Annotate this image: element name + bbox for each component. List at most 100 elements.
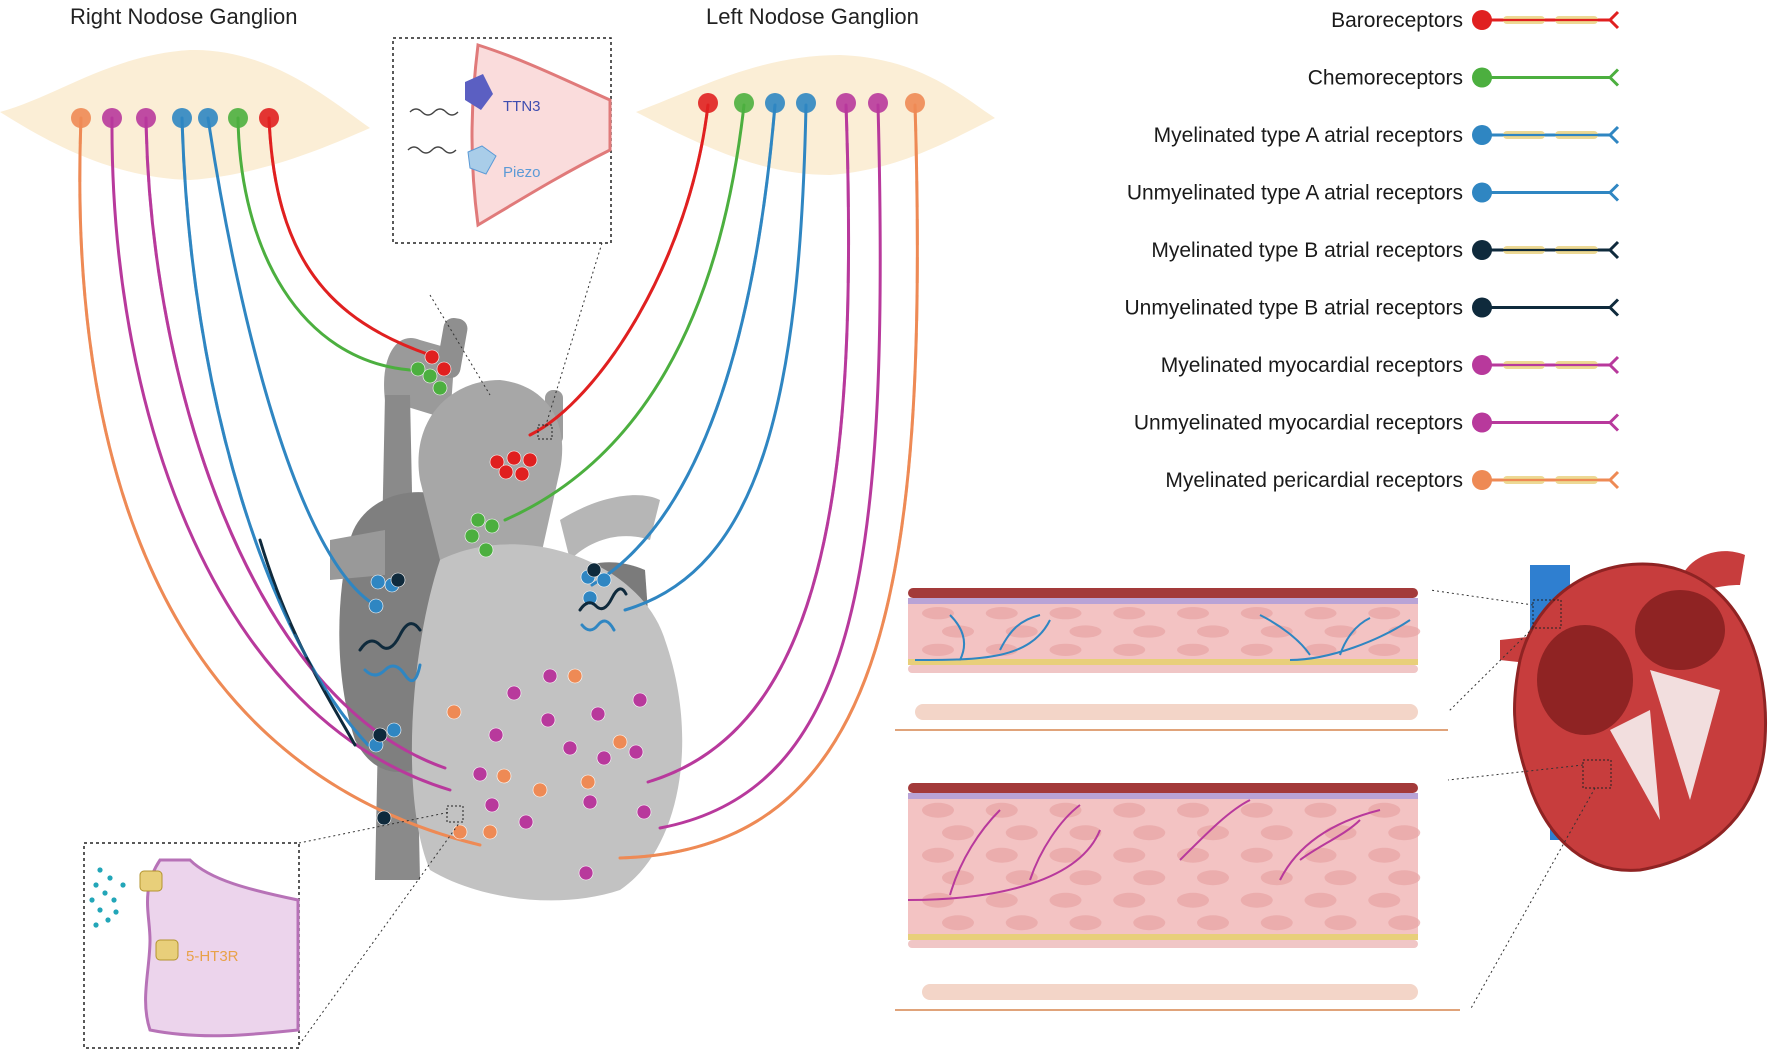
pericardium-strip (915, 704, 1418, 720)
tissue-strip-pericardium-lower (895, 984, 1460, 1011)
ending-unmB-3 (376, 810, 392, 826)
cell-nucleus (922, 643, 954, 656)
legend-item-myeA: Myelinated type A atrial receptors (1154, 124, 1620, 147)
ending-chemo-2 (432, 380, 448, 396)
ending-myeM-11 (636, 804, 652, 820)
ending-baro-4 (498, 464, 514, 480)
detail-box-lower (1582, 759, 1612, 789)
cell-nucleus (1324, 870, 1357, 886)
mitral-valve (1650, 670, 1720, 800)
ending-myeP-1 (446, 704, 462, 720)
soma-left-myeA (796, 93, 816, 113)
legend-item-myeM: Myelinated myocardial receptors (1161, 354, 1620, 377)
piezo-label: Piezo (503, 164, 541, 181)
cell-nucleus (985, 802, 1018, 818)
legend-soma-icon (1472, 470, 1492, 490)
cell-nucleus (1197, 625, 1229, 638)
cell-nucleus (1049, 643, 1082, 656)
cell-nucleus (1069, 915, 1102, 931)
legend-soma-icon (1472, 10, 1492, 30)
cell-nucleus (1005, 870, 1038, 886)
cell-nucleus (1069, 625, 1102, 638)
legend-ending-icon (1607, 68, 1620, 87)
legend-label: Unmyelinated type B atrial receptors (1125, 297, 1464, 320)
inset-top-source-box (537, 424, 553, 440)
pulmonary-trunk (560, 495, 660, 560)
cell-nucleus (942, 625, 974, 638)
receptor-endings (368, 349, 652, 881)
legend-label: Chemoreceptors (1308, 67, 1463, 90)
fiber-atrial-a-right-unmyelinated (206, 116, 377, 607)
cell-nucleus (1260, 625, 1293, 638)
cell-nucleus (1005, 825, 1038, 841)
fiber-chemo-right (236, 116, 412, 372)
ending-chemo-0 (410, 361, 426, 377)
serotonin-dot-10 (120, 882, 126, 888)
serotonin-dot-7 (113, 909, 119, 915)
soma-left-baro (698, 93, 718, 113)
ending-myeP-2 (496, 768, 512, 784)
cell-nucleus (1069, 870, 1102, 886)
cell-nucleus (985, 847, 1018, 863)
ending-myeP-7 (452, 824, 468, 840)
terminal-right-atrium-1 (358, 622, 422, 652)
cell-nucleus (942, 825, 974, 841)
ending-unmA-7 (386, 722, 402, 738)
ending-baro-1 (436, 361, 452, 377)
atrial-terminals (358, 587, 628, 683)
legend-ending-icon (1607, 183, 1620, 202)
serotonin-molecules-icon (89, 867, 126, 928)
legend-soma-icon (1472, 412, 1492, 433)
ht3r-channel-icon (155, 939, 179, 961)
cell-nucleus (1005, 915, 1038, 931)
fiber-atrial-a-left-2 (623, 103, 808, 612)
inset-bottom-membrane (144, 858, 300, 1038)
cell-nucleus (1388, 915, 1421, 931)
legend-item-unmB: Unmyelinated type B atrial receptors (1125, 297, 1620, 320)
serotonin-dot-6 (97, 907, 103, 913)
ending-chemo-3 (470, 512, 486, 528)
atrial-branch-1 (914, 614, 1051, 661)
soma-left-myeP (905, 93, 925, 113)
cell-nucleus (1368, 892, 1401, 908)
cell-nucleus (1260, 825, 1293, 841)
serotonin-dot-1 (107, 875, 113, 881)
soma-right-myeP (71, 108, 91, 128)
cell-nucleus (1113, 847, 1146, 863)
legend-label: Unmyelinated type A atrial receptors (1127, 182, 1463, 205)
ending-myeP-4 (580, 774, 596, 790)
ending-chemo-6 (478, 542, 494, 558)
cell-nucleus (1368, 802, 1401, 818)
cell-nucleus (1260, 915, 1293, 931)
ending-chemo-5 (464, 528, 480, 544)
ending-myeP-0 (567, 668, 583, 684)
cell-nucleus (1133, 870, 1166, 886)
inset-top-membrane (470, 43, 612, 228)
cell-nucleus (1177, 643, 1209, 656)
ending-baro-5 (514, 466, 530, 482)
cell-nucleus (1240, 892, 1273, 908)
ending-myeP-6 (482, 824, 498, 840)
myelin-myocardial-left (648, 105, 849, 782)
cell-nucleus (1304, 892, 1337, 908)
cell-nucleus (1240, 847, 1273, 863)
legend-item-baro: Baroreceptors (1331, 9, 1620, 32)
cell-nucleus (1368, 643, 1401, 656)
cell-nucleus (922, 847, 954, 863)
soma-right-myeA (198, 108, 218, 128)
right-nodose-ganglion-title: Right Nodose Ganglion (70, 4, 297, 29)
ending-unmA-4 (596, 572, 612, 588)
cell-nucleus (1240, 643, 1273, 656)
atrial-branch-2 (1259, 614, 1411, 661)
ventricular-branch-1 (907, 804, 1101, 901)
ending-unmB-2 (586, 562, 602, 578)
ending-unmB-0 (390, 572, 406, 588)
fiber-chemo-left (503, 103, 746, 522)
epicardium-layer (908, 783, 1418, 793)
ending-myeM-1 (542, 668, 558, 684)
cell-nucleus (1177, 892, 1209, 908)
ending-unmA-0 (370, 574, 386, 590)
stretch-wave-icon-2 (407, 146, 457, 154)
soma-right-chemo (228, 108, 248, 128)
